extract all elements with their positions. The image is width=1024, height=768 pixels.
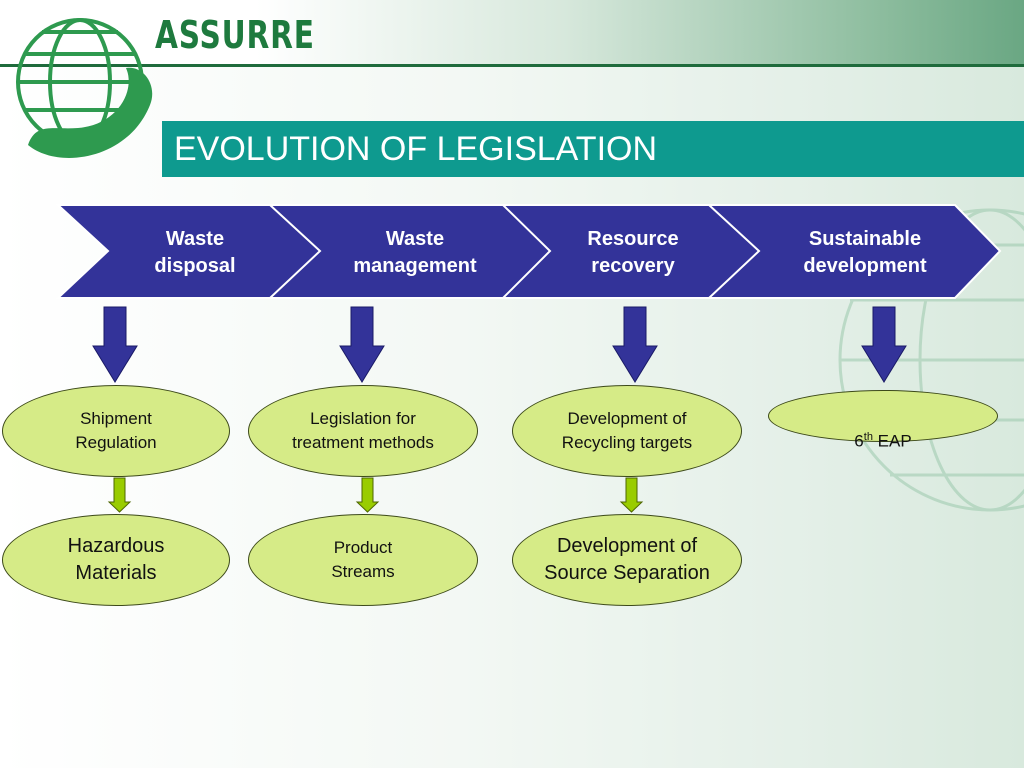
oval-text: Product Streams <box>331 538 395 581</box>
oval-shipment-regulation: Shipment Regulation <box>2 385 230 477</box>
down-arrow-1 <box>92 306 138 383</box>
small-arrow-1 <box>107 477 132 513</box>
oval-recycling-targets: Development of Recycling targets <box>512 385 742 477</box>
eap-number: 6 <box>854 431 864 451</box>
stage-label-waste-management: Waste management <box>353 228 477 277</box>
stage-label-waste-disposal: Waste disposal <box>154 228 236 277</box>
down-arrow-4 <box>861 306 907 383</box>
oval-text: Legislation for treatment methods <box>292 409 434 452</box>
oval-text: Hazardous Materials <box>67 535 165 584</box>
oval-product-streams: Product Streams <box>248 514 478 606</box>
oval-hazardous-materials: Hazardous Materials <box>2 514 230 606</box>
eap-label: 6th EAP <box>854 401 911 454</box>
eap-rest: EAP <box>872 431 912 451</box>
header-band <box>0 0 1024 66</box>
logo-wordmark: ASSURRE <box>155 13 315 57</box>
eap-sup: th <box>863 431 873 443</box>
down-arrow-2 <box>339 306 385 383</box>
down-arrow-3 <box>612 306 658 383</box>
title-bar: EVOLUTION OF LEGISLATION <box>162 121 1024 177</box>
oval-text: Development of Recycling targets <box>561 409 693 452</box>
stage-label-resource-recovery: Resource recovery <box>587 228 679 277</box>
oval-source-separation: Development of Source Separation <box>512 514 742 606</box>
oval-text: Shipment Regulation <box>75 409 157 452</box>
page-title: EVOLUTION OF LEGISLATION <box>174 130 658 168</box>
chevron-waste-disposal <box>55 204 322 299</box>
header-rule <box>0 64 1024 67</box>
oval-6th-eap: 6th EAP <box>768 390 998 451</box>
small-arrow-3 <box>619 477 644 513</box>
oval-legislation-treatment: Legislation for treatment methods <box>248 385 478 477</box>
small-arrow-2 <box>355 477 380 513</box>
oval-text: Development of Source Separation <box>544 535 710 584</box>
globe-logo-icon <box>16 18 153 158</box>
stage-label-sustainable-development: Sustainable development <box>803 228 927 277</box>
